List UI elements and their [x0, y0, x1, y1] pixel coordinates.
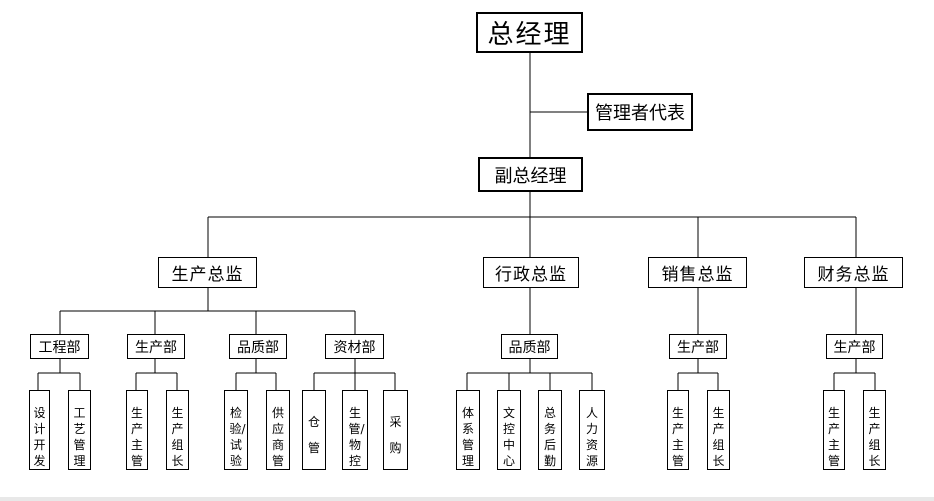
production-supervisor-label: 生产主管 [130, 406, 143, 468]
warehouse-label: 仓管 [307, 415, 320, 455]
management-representative-box: 管理者代表 [587, 93, 693, 131]
design-development-box: 设计开发 [29, 390, 50, 470]
sales-production-leader-label: 生产组长 [712, 406, 725, 468]
production-director-box: 生产总监 [158, 257, 257, 288]
sales-production-supervisor-label: 生产主管 [671, 406, 684, 468]
human-resources-box: 人力资源 [579, 390, 605, 470]
human-resources-label: 人力资源 [585, 406, 598, 468]
sales-production-leader-box: 生产组长 [707, 390, 730, 470]
engineering-dept-box: 工程部 [30, 334, 89, 359]
purchasing-box: 采购 [383, 390, 408, 470]
materials-dept-box: 资材部 [325, 334, 384, 359]
finance-director-box: 财务总监 [804, 257, 903, 288]
process-management-label: 工艺管理 [73, 406, 86, 468]
supplier-management-box: 供应商管理 [266, 390, 290, 470]
production-material-control-label: 生管/物控 [348, 406, 365, 468]
sales-production-supervisor-box: 生产主管 [667, 390, 689, 470]
document-control-label: 文控中心 [502, 406, 515, 468]
general-manager-box: 总经理 [476, 12, 583, 53]
bottom-edge-bar [0, 497, 934, 501]
admin-quality-dept-box: 品质部 [501, 334, 558, 359]
purchasing-label: 采购 [389, 415, 402, 455]
vice-general-manager-box: 副总经理 [478, 157, 583, 192]
production-material-control-box: 生管/物控 [342, 390, 368, 470]
inspection-test-box: 检验/试验 [224, 390, 248, 470]
warehouse-box: 仓管 [302, 390, 326, 470]
general-logistics-box: 总务后勤 [538, 390, 562, 470]
production-supervisor-box: 生产主管 [126, 390, 148, 470]
system-management-box: 体系管理 [456, 390, 480, 470]
production-leader-label: 生产组长 [171, 406, 184, 468]
inspection-test-label: 检验/试验 [229, 406, 246, 468]
finance-production-leader-box: 生产组长 [863, 390, 886, 470]
production-leader-box: 生产组长 [166, 390, 189, 470]
document-control-box: 文控中心 [497, 390, 521, 470]
supplier-management-label: 供应商管理 [271, 406, 284, 468]
general-logistics-label: 总务后勤 [543, 406, 556, 468]
process-management-box: 工艺管理 [68, 390, 91, 470]
admin-director-box: 行政总监 [483, 257, 579, 288]
sales-director-box: 销售总监 [648, 257, 747, 288]
production-dept-box: 生产部 [127, 334, 185, 359]
finance-production-dept-box: 生产部 [826, 334, 883, 359]
system-management-label: 体系管理 [461, 406, 474, 468]
finance-production-leader-label: 生产组长 [868, 406, 881, 468]
finance-production-supervisor-label: 生产主管 [827, 406, 840, 468]
quality-dept-box: 品质部 [229, 334, 287, 359]
finance-production-supervisor-box: 生产主管 [823, 390, 845, 470]
sales-production-dept-box: 生产部 [669, 334, 727, 359]
design-development-label: 设计开发 [33, 406, 46, 468]
